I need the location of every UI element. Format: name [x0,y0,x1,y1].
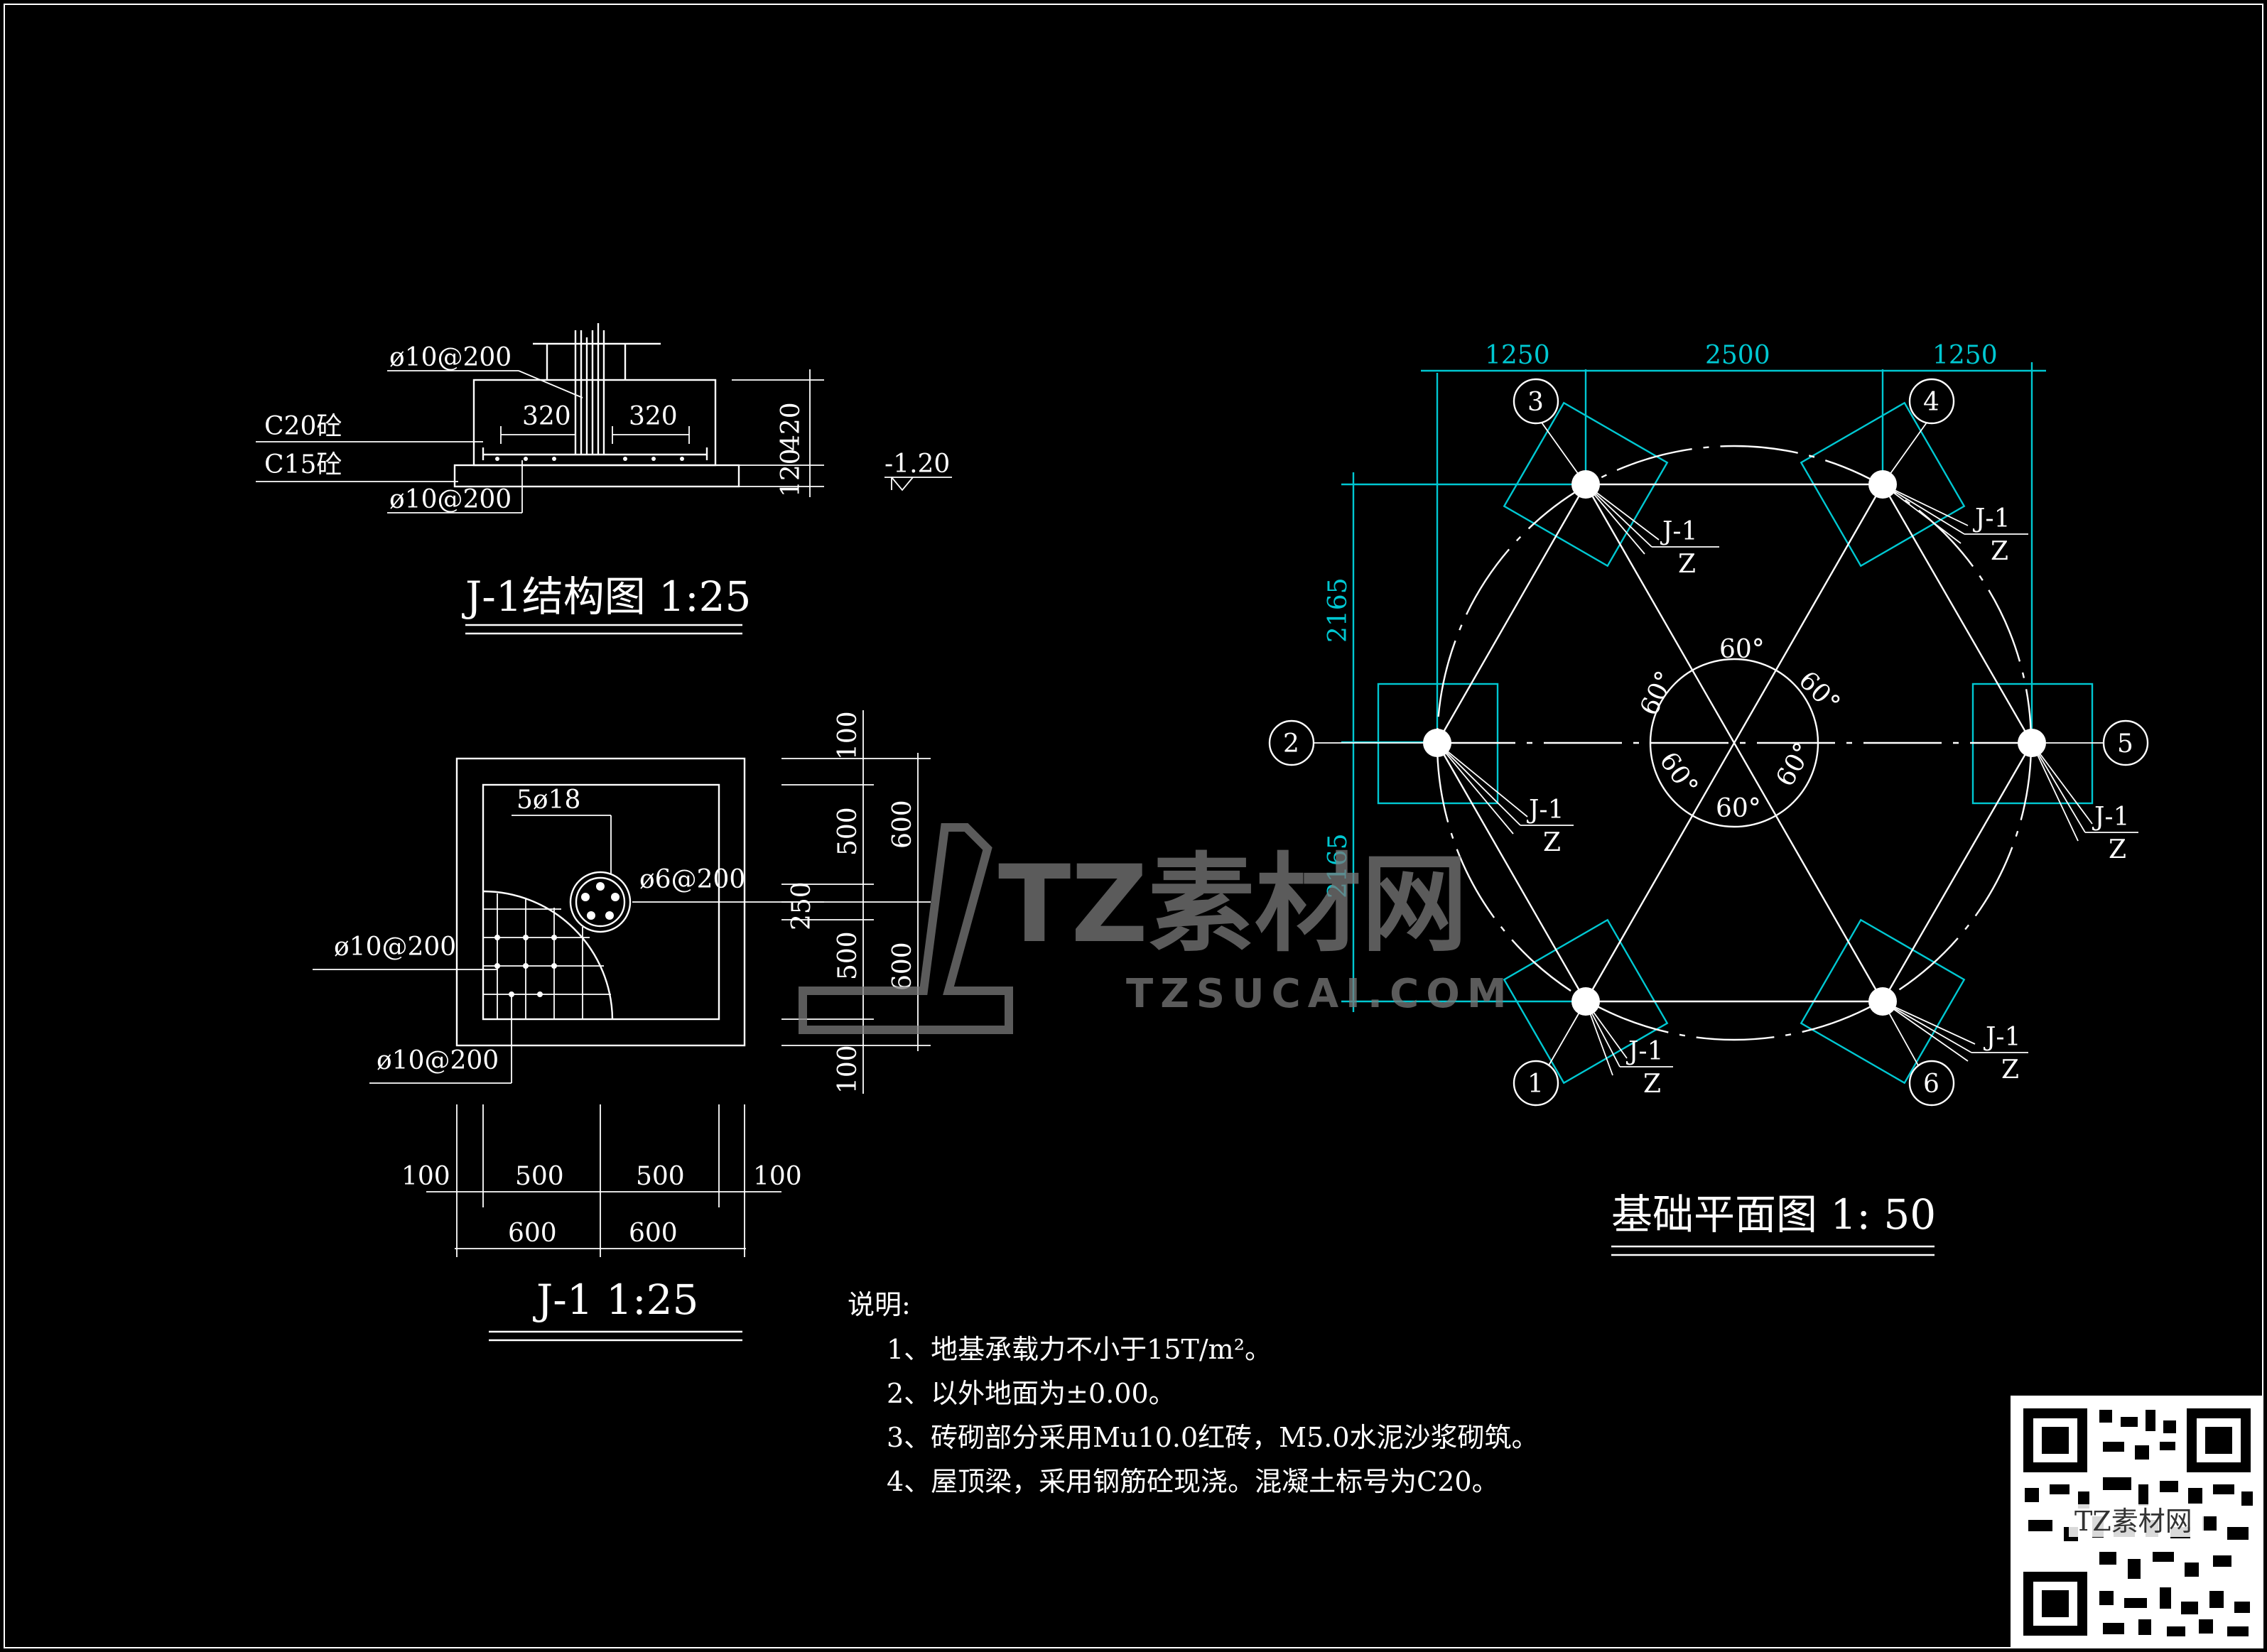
drawing-frame [4,4,2263,1648]
footing-tag-2: J-1 Z [1437,742,1574,857]
section-title: J-1结构图 1:25 [462,572,751,621]
notes-heading: 说明: [848,1289,911,1320]
right-total-2: 600 [888,942,917,991]
right-dim-3: 250 [787,881,816,930]
section-view: 320 320 ø10@200 C20砼 C15砼 ø10@200 420 12… [256,323,952,635]
footing-tag-4-bottom: Z [1991,537,2008,566]
footing-tag-5-bottom: Z [2109,835,2126,864]
c20-label: C20砼 [264,412,342,441]
top-dim-1: 1250 [1485,341,1550,370]
note-4: 4、屋顶梁，采用钢筋砼现浇。混凝土标号为C20。 [887,1466,1499,1497]
footing-plan-view: 5ø18 ø6@200 ø10@200 ø10@200 100 500 500 … [313,710,931,1342]
footing-tag-4-top: J-1 [1972,504,2011,533]
right-dim-5: 100 [833,1045,862,1094]
axis-bubble-4: 4 [1923,388,1939,417]
dim-120: 120 [777,448,806,497]
footing-tag-6-bottom: Z [2001,1055,2019,1085]
axis-bubble-5: 5 [2117,729,2133,759]
note-3: 3、砖砌部分采用Mu10.0红砖，M5.0水泥沙浆砌筑。 [887,1422,1539,1453]
mesh-label-a: ø10@200 [334,933,456,962]
column-rebar-label: 5ø18 [516,786,580,815]
bottom-dim-3: 500 [636,1162,685,1191]
footing-tag-2-top: J-1 [1526,795,1564,825]
right-dim-1: 100 [833,711,862,760]
rebar-label-bottom: ø10@200 [389,485,512,514]
axis-bubble-2: 2 [1283,729,1299,759]
bottom-dim-4: 100 [753,1162,802,1191]
footing-tag-1-bottom: Z [1643,1070,1661,1099]
footing-tag-5: J-1 Z [2031,742,2138,864]
watermark-name: TZ素材网 [998,843,1468,967]
angle-label-bottom: 60° [1716,794,1761,823]
notes-block: 说明: 1、地基承载力不小于15T/m²。 2、以外地面为±0.00。 3、砖砌… [848,1289,1539,1497]
right-total-1: 600 [888,800,917,849]
note-2: 2、以外地面为±0.00。 [887,1378,1176,1409]
watermark-url: TZSUCAI.COM [1126,971,1514,1017]
left-dim-2: 2165 [1324,833,1353,898]
footing-tag-3: J-1 Z [1585,484,1719,579]
right-dim-2: 500 [833,807,862,856]
axis-bubble-3: 3 [1527,388,1544,417]
bottom-dim-1: 100 [401,1162,450,1191]
bottom-total-2: 600 [629,1219,678,1248]
axis-bubble-6: 6 [1923,1070,1939,1099]
plan-title: J-1 1:25 [533,1276,698,1324]
footing-tag-3-top: J-1 [1660,517,1698,546]
angle-label-top: 60° [1719,635,1765,664]
bottom-dim-2: 500 [515,1162,564,1191]
rebar-label-top: ø10@200 [389,343,512,372]
top-dim-2: 2500 [1705,341,1770,370]
watermark-logo-icon [799,823,1013,1034]
footing-tag-2-bottom: Z [1543,828,1561,857]
right-dim-4: 500 [833,931,862,980]
elevation-label: -1.20 [884,450,950,479]
footing-tag-6: J-1 Z [1882,1001,2028,1085]
footing-tag-5-top: J-1 [2092,803,2130,832]
foundation-plan: 1250 2500 1250 2165 2165 60° 60° 60° 60°… [1268,341,2149,1256]
foundation-title: 基础平面图 1: 50 [1611,1190,1936,1239]
footing-tag-4: J-1 Z [1882,484,2028,566]
dim-420: 420 [777,402,806,451]
watermark: TZ素材网 TZSUCAI.COM [799,823,1514,1034]
c15-label: C15砼 [264,450,342,479]
axis-bubble-1: 1 [1527,1070,1544,1099]
left-dim-1: 2165 [1324,577,1353,643]
stirrup-label: ø6@200 [639,865,745,894]
qr-code: TZ素材网 [2011,1396,2263,1648]
dim-320-right: 320 [629,402,678,431]
footing-tag-3-bottom: Z [1678,550,1696,579]
mesh-label-b: ø10@200 [377,1046,499,1075]
qr-caption: TZ素材网 [2074,1506,2192,1537]
top-dim-3: 1250 [1932,341,1998,370]
footing-tag-1: J-1 Z [1585,1001,1673,1099]
footing-tag-6-top: J-1 [1983,1023,2021,1052]
footing-tag-1-top: J-1 [1625,1037,1664,1066]
note-1: 1、地基承载力不小于15T/m²。 [887,1334,1272,1365]
dim-320-left: 320 [522,402,571,431]
bottom-total-1: 600 [508,1219,557,1248]
